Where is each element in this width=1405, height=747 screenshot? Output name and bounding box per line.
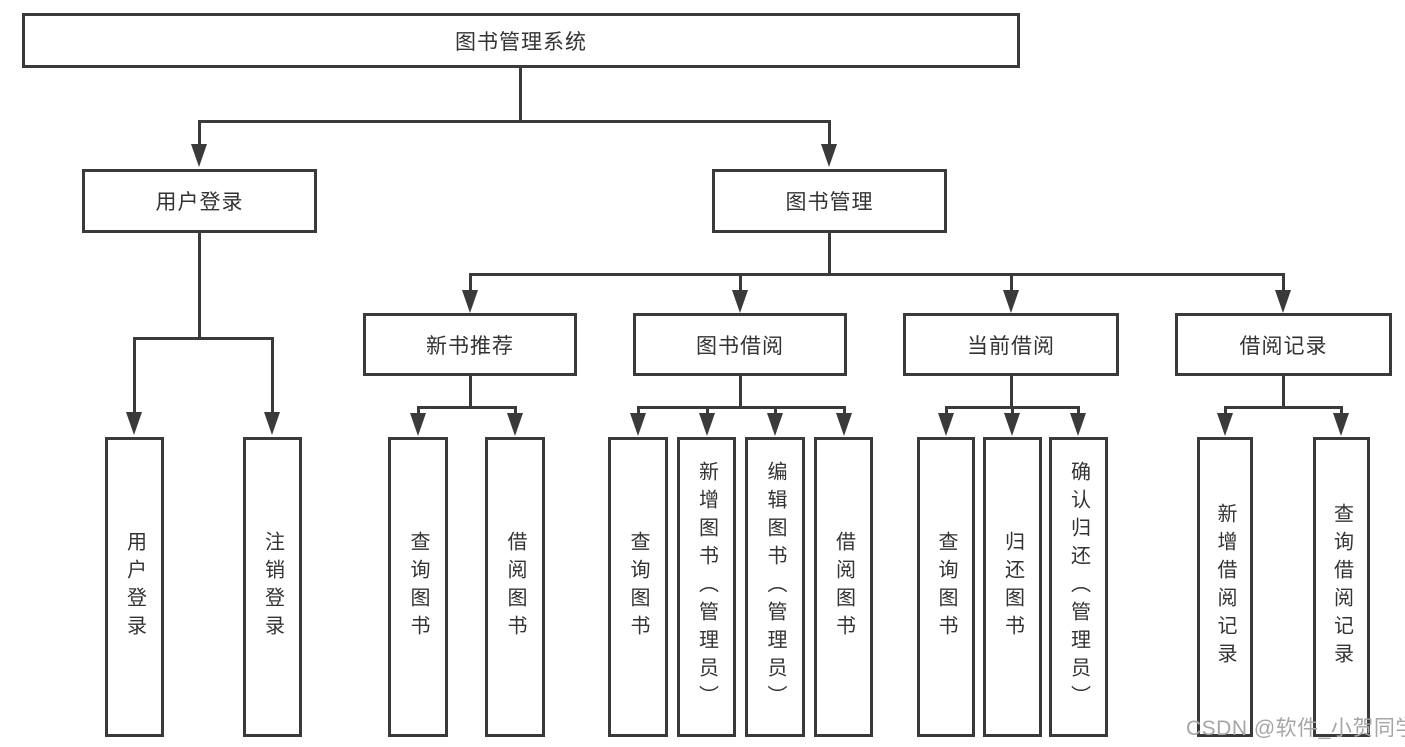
node-new-book-recommend: 新书推荐 [363,313,577,376]
node-book-management-label: 图书管理 [785,191,874,214]
connector-line [133,337,274,340]
node-br-query-record: 查询借阅记录 [1313,437,1370,737]
arrowhead-down-icon [699,413,715,436]
connector-line [469,273,1284,276]
connector-line [198,120,201,146]
arrowhead-down-icon [1070,413,1086,436]
arrowhead-down-icon [507,413,523,436]
node-bb-edit-book: 编辑图书（管理员） [745,437,805,737]
node-ul-logout-label: 注销登录 [261,531,284,643]
node-book-management: 图书管理 [712,169,947,233]
connector-line [706,406,709,415]
node-nb-query-book: 查询图书 [388,437,448,737]
connector-line [828,233,831,276]
connector-line [1282,273,1285,292]
connector-line [1224,406,1227,415]
arrowhead-down-icon [630,413,646,436]
connector-line [1010,273,1013,292]
arrowhead-down-icon [191,144,207,167]
node-bb-query-book: 查询图书 [608,437,668,737]
connector-line [133,337,136,415]
node-new-book-recommend-label: 新书推荐 [426,334,514,358]
node-root-label: 图书管理系统 [455,30,587,54]
node-root: 图书管理系统 [22,13,1020,68]
node-nb-borrow-book: 借阅图书 [485,437,545,737]
connector-line [519,68,522,122]
arrowhead-down-icon [264,412,280,435]
node-book-borrow-label: 图书借阅 [696,334,784,358]
node-cb-return-book-label: 归还图书 [1001,531,1024,643]
node-cb-confirm-return: 确认归还（管理员） [1049,437,1108,737]
node-bb-add-book: 新增图书（管理员） [677,437,736,737]
connector-line [843,406,846,415]
node-borrow-record-label: 借阅记录 [1239,334,1328,358]
connector-line [1010,376,1013,409]
connector-line [1282,376,1285,409]
node-bb-borrow-book-label: 借阅图书 [832,531,855,643]
node-cb-return-book: 归还图书 [983,437,1042,737]
connector-line [417,406,420,415]
arrowhead-down-icon [732,290,748,313]
node-bb-borrow-book: 借阅图书 [814,437,873,737]
node-bb-add-book-label: 新增图书（管理员） [695,461,718,713]
node-cb-query-book-label: 查询图书 [935,531,957,643]
connector-line [469,273,472,292]
node-nb-borrow-book-label: 借阅图书 [504,531,526,643]
node-bb-edit-book-label: 编辑图书（管理员） [764,461,786,713]
node-ul-user-login: 用户登录 [105,437,164,737]
node-cb-confirm-return-label: 确认归还（管理员） [1067,461,1090,713]
arrowhead-down-icon [821,144,837,167]
connector-line [739,273,742,292]
node-borrow-record: 借阅记录 [1175,313,1392,376]
node-bb-query-book-label: 查询图书 [627,531,649,643]
connector-line [198,233,201,339]
connector-line [637,406,845,409]
node-br-query-record-label: 查询借阅记录 [1330,503,1353,671]
arrowhead-down-icon [1333,413,1349,436]
arrowhead-down-icon [1004,413,1020,436]
connector-line [514,406,517,415]
node-br-add-record: 新增借阅记录 [1197,437,1253,737]
arrowhead-down-icon [126,412,142,435]
arrowhead-down-icon [767,413,783,436]
connector-line [417,406,517,409]
node-book-borrow: 图书借阅 [633,313,847,376]
node-cb-query-book: 查询图书 [917,437,975,737]
arrowhead-down-icon [1217,413,1233,436]
arrowhead-down-icon [938,413,954,436]
node-ul-user-login-label: 用户登录 [123,531,146,643]
node-br-add-record-label: 新增借阅记录 [1214,503,1236,671]
connector-line [637,406,640,415]
node-user-login: 用户登录 [82,169,317,233]
connector-line [198,120,831,123]
connector-line [774,406,777,415]
connector-line [1340,406,1343,415]
node-ul-logout: 注销登录 [243,437,302,737]
arrowhead-down-icon [1003,290,1019,313]
connector-line [469,376,472,409]
node-user-login-label: 用户登录 [155,191,244,214]
arrowhead-down-icon [836,413,852,436]
arrowhead-down-icon [410,413,426,436]
node-nb-query-book-label: 查询图书 [407,531,429,643]
connector-line [828,120,831,146]
connector-line [1224,406,1342,409]
connector-line [945,406,948,415]
connector-line [271,337,274,415]
node-current-borrow: 当前借阅 [903,313,1119,376]
connector-line [1011,406,1014,415]
arrowhead-down-icon [462,290,478,313]
arrowhead-down-icon [1275,290,1291,313]
node-current-borrow-label: 当前借阅 [967,334,1055,358]
connector-line [739,376,742,409]
connector-line [1077,406,1080,415]
csdn-watermark: CSDN @软件_小贺同学 [1186,717,1405,740]
